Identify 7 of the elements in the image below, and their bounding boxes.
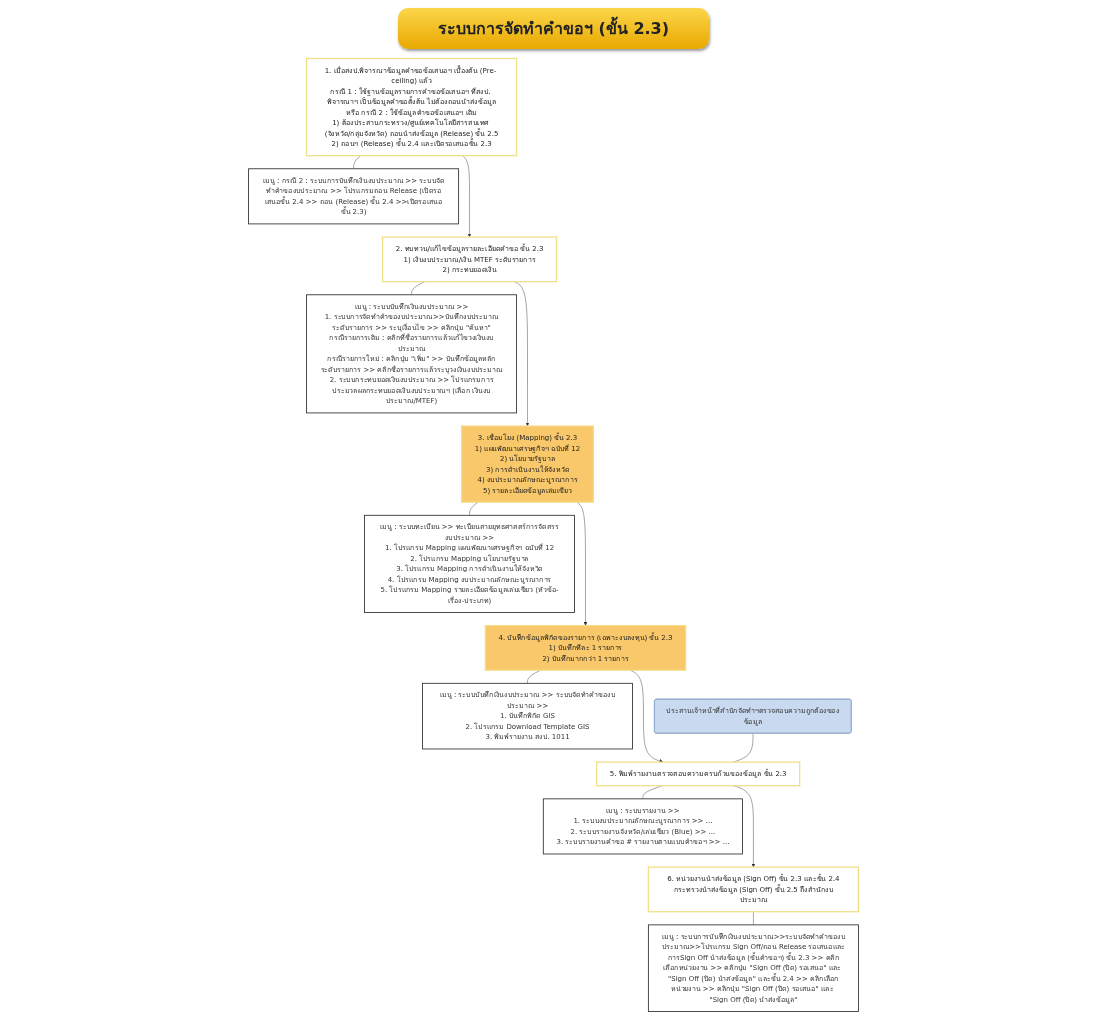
connector [753,911,754,926]
connector [642,785,663,800]
title-banner: ระบบการจัดทำคำขอฯ (ขั้น 2.3) [397,8,710,49]
connector [411,281,425,295]
connector [353,155,361,169]
connector [469,501,479,516]
connector [527,670,541,684]
